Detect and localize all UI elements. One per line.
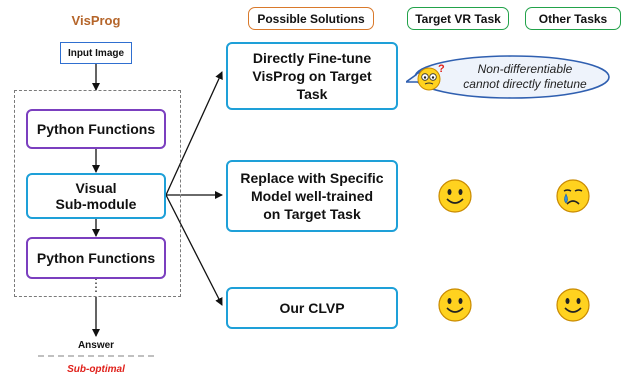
visual-submodule-line1: Visual [75, 180, 117, 196]
bubble-line-2: cannot directly finetune [463, 77, 587, 91]
bubble-line-1: Non-differentiable [477, 62, 573, 76]
other-happy-face-icon [556, 288, 590, 322]
python-functions-bottom-box: Python Functions [26, 237, 166, 279]
input-image-box: Input Image [60, 42, 132, 64]
solution-2-line-3: on Target Task [263, 206, 361, 222]
target-vr-task-header: Target VR Task [407, 7, 509, 30]
confused-face-icon: ? [417, 63, 445, 91]
solution-1-line-2: VisProg on Target [252, 68, 372, 84]
svg-text:?: ? [438, 63, 445, 75]
visprog-title: VisProg [71, 12, 121, 28]
solution-3-line-1: Our CLVP [279, 300, 345, 316]
other-sad-face-icon [556, 179, 590, 213]
arrow-to-solution-1 [165, 71, 223, 196]
solution-replace-box: Replace with Specific Model well-trained… [226, 160, 398, 232]
visprog-pipeline-frame [14, 90, 181, 297]
visual-submodule-box: Visual Sub-module [26, 173, 166, 219]
arrow-to-solution-3 [165, 194, 223, 306]
visual-submodule-line2: Sub-module [55, 196, 137, 212]
ellipsis-marker: ⋮ [90, 280, 102, 294]
solution-2-line-1: Replace with Specific [240, 170, 384, 186]
python-functions-top-box: Python Functions [26, 109, 166, 149]
target-happy-face-icon-2 [438, 288, 472, 322]
other-tasks-header: Other Tasks [525, 7, 621, 30]
possible-solutions-header: Possible Solutions [248, 7, 374, 30]
target-happy-face-icon-1 [438, 179, 472, 213]
solution-1-line-1: Directly Fine-tune [252, 50, 372, 66]
solution-1-line-3: Task [296, 86, 328, 102]
solution-2-line-2: Model well-trained [250, 188, 374, 204]
bubble-text: Non-differentiable cannot directly finet… [444, 62, 606, 92]
solution-clvp-box: Our CLVP [226, 287, 398, 329]
solution-finetune-box: Directly Fine-tune VisProg on Target Tas… [226, 42, 398, 110]
answer-label: Answer [77, 339, 115, 351]
suboptimal-label: Sub-optimal [67, 363, 125, 375]
